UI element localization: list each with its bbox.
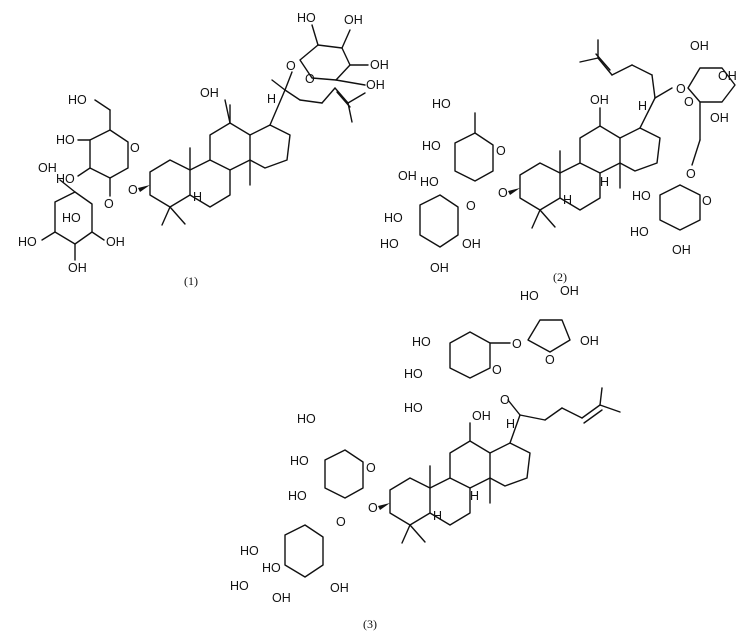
structure-1-label-oh-c: OH (370, 58, 389, 72)
structure-1-label-ho-6: HO (68, 93, 87, 107)
structure-2-label-oh-b: OH (718, 69, 737, 83)
structure-1-label-ring-o2: O (130, 141, 140, 155)
structure-3-label-12-oh: OH (472, 409, 491, 423)
structure-2-label-o2: O (466, 199, 476, 213)
structure-3-label-h5: H (433, 509, 442, 523)
structure-2-label-o3: O (498, 186, 508, 200)
structure-1-label-ho-4: HO (56, 133, 75, 147)
structure-2-label-h5: H (563, 193, 572, 207)
structure-2-label-ring-o2: O (496, 144, 506, 158)
structure-3-label-h9: H (470, 489, 479, 503)
structure-1-label-oh-b: OH (344, 13, 363, 27)
structure-2-label-oh-d: OH (672, 243, 691, 257)
structure-3-sugar-glc-2 (284, 524, 324, 578)
structure-3-label-ho-c: HO (404, 401, 423, 415)
structure-1-label-ho-4b: HO (18, 235, 37, 249)
structure-1-label-oh-3b: OH (68, 261, 87, 275)
structure-3-label-o2: O (336, 515, 346, 529)
structure-3-label-ho-4: HO (290, 454, 309, 468)
structure-3-ring-c (449, 440, 491, 489)
structure-2-ring-b (559, 162, 601, 211)
structure-3-label-ho-a: HO (412, 335, 431, 349)
structure-1-label-o3: O (128, 183, 138, 197)
structure-3-label-ho-4c: HO (262, 561, 281, 575)
structure-1-ring-d (249, 124, 291, 169)
structure-2-label-oh-2b: OH (462, 237, 481, 251)
structure-1-label-oh-a: HO (297, 11, 316, 25)
structure-1-label-oh-2b: OH (106, 235, 125, 249)
structure-2-label-h9: H (600, 175, 609, 189)
structure-3-label-ring-o2: O (545, 353, 555, 367)
structure-1: OH H H O HO OH OH OH O O O (18, 11, 389, 275)
structure-2-label-12-oh: OH (590, 93, 609, 107)
structure-2-label-oh-a: OH (690, 39, 709, 53)
structure-3-label-o20: O (500, 393, 510, 407)
structure-2-label-o6: O (686, 167, 696, 181)
structure-3-label-ho-4b: HO (230, 579, 249, 593)
structure-2-label-ho-b: HO (630, 225, 649, 239)
caption-structure-2: (2) (553, 270, 567, 284)
structure-3-label-o3: O (368, 501, 378, 515)
structure-1-label-ring-o: O (305, 72, 315, 86)
structure-2-label-o20: O (676, 82, 686, 96)
structure-3-ring-d (489, 442, 531, 487)
structure-3-label-ho-6: HO (297, 412, 316, 426)
structure-2-ring-a (519, 162, 561, 211)
structure-1-label-o2: O (104, 197, 114, 211)
structure-3-ring-b (429, 477, 471, 526)
structure-3-label-ring-o3: O (366, 461, 376, 475)
structure-2-label-h17: H (638, 99, 647, 113)
structure-2-label-ho-4: HO (422, 139, 441, 153)
structure-1-label-ho-4c: HO (62, 211, 81, 225)
structure-2-sugar-ara (659, 184, 701, 231)
structure-2-label-ho-3: HO (420, 175, 439, 189)
structure-3-label-oh-3b: OH (272, 591, 291, 605)
structure-2-ring-d (619, 127, 661, 172)
structure-3-label-oh-2b: OH (330, 581, 349, 595)
structure-3-label-h17: H (506, 417, 515, 431)
structure-2-sugar-glc-3 (454, 132, 494, 182)
structure-3-label-ho-d: HO (520, 289, 539, 303)
structure-3-label-ring-o: O (492, 363, 502, 377)
structure-2: OH H H H O O OH OH OH O O HO HO OH O (380, 39, 737, 275)
structure-3-label-oh-b: OH (580, 334, 599, 348)
structure-1-label-12-oh: OH (200, 86, 219, 100)
structure-3: OH H H H O O HO HO HO O O HO OH OH O (230, 284, 621, 605)
structure-2-label-ring-o3: O (702, 194, 712, 208)
structure-1-ring-a (149, 159, 191, 208)
structure-2-label-ho-6: HO (432, 97, 451, 111)
structure-2-label-ring-o: O (684, 95, 694, 109)
structure-1-sugar-glc-3 (89, 129, 129, 179)
structure-1-ring-b (189, 159, 231, 208)
structure-3-sugar-araf (527, 319, 571, 353)
structure-1-label-ho-3: HO (56, 172, 75, 186)
structure-2-label-ho-a: HO (632, 189, 651, 203)
caption-structure-1: (1) (184, 274, 198, 288)
caption-structure-3: (3) (363, 617, 377, 631)
structure-3-label-o6: O (512, 337, 522, 351)
structure-1-ring-c (209, 122, 251, 171)
structure-2-sugar-glc-2 (419, 194, 459, 248)
structure-2-label-oh-c: OH (710, 111, 729, 125)
structure-1-label-h17: H (267, 92, 276, 106)
structure-1-label-h5: H (193, 190, 202, 204)
structure-2-label-oh-3b: OH (430, 261, 449, 275)
structure-3-label-oh-a: OH (560, 284, 579, 298)
structure-3-label-ho-b: HO (404, 367, 423, 381)
structure-2-label-oh-6b: OH (398, 169, 417, 183)
structure-2-ring-c (579, 125, 621, 174)
structure-3-ring-a (389, 477, 431, 526)
structure-3-label-ho-6b: HO (240, 544, 259, 558)
structure-2-label-ho-4c: HO (384, 211, 403, 225)
structure-3-label-ho-3: HO (288, 489, 307, 503)
structure-1-label-oh-d: OH (366, 78, 385, 92)
structure-1-label-o20: O (286, 59, 296, 73)
structure-3-sugar-glc-20 (449, 331, 491, 379)
structure-1-label-oh-6b: OH (38, 161, 57, 175)
structure-2-label-ho-4b: HO (380, 237, 399, 251)
structure-3-sugar-glc-3 (324, 449, 364, 499)
